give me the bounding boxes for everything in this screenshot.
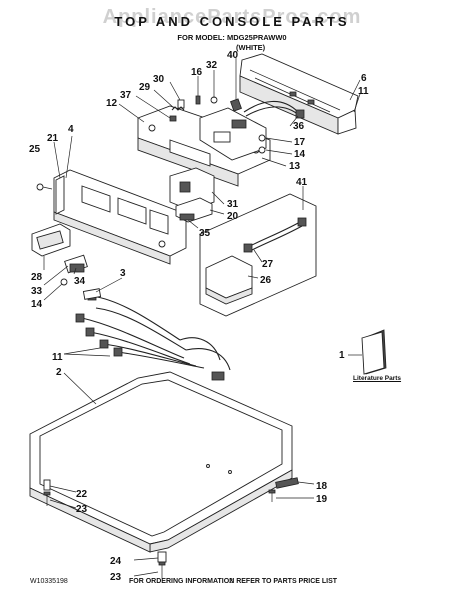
part-17-screw (258, 134, 266, 142)
part-24-bumper (157, 551, 167, 563)
part-23-screw-bottom (158, 561, 166, 578)
callout-13: 13 (289, 161, 301, 172)
callout-21: 21 (47, 133, 59, 144)
callout-2: 2 (56, 367, 62, 378)
callout-labels: 40 32 16 30 29 37 12 6 11 36 17 14 13 41… (29, 50, 369, 583)
document-number: W10335198 (30, 578, 68, 585)
page-number: 2 (229, 578, 233, 585)
callout-11-lower: 11 (52, 352, 63, 363)
part-4-console-panel (53, 169, 187, 265)
part-3-main-wire-harness (75, 288, 231, 381)
callout-20: 20 (227, 211, 239, 222)
part-19-screw (268, 489, 276, 502)
part-27-wire-harness (243, 217, 307, 253)
model-variant: (WHITE) (236, 43, 266, 52)
callout-4: 4 (68, 124, 74, 135)
part-14-screw-upper (258, 146, 266, 154)
part-40-connector (230, 98, 242, 112)
part-14-screw-lower (60, 278, 68, 286)
callout-14-lower: 14 (31, 299, 43, 310)
callout-34: 34 (74, 276, 86, 287)
part-30-lamp (177, 99, 185, 109)
callout-17: 17 (294, 137, 306, 148)
callout-32: 32 (206, 60, 218, 71)
callout-36: 36 (293, 121, 305, 132)
callout-16: 16 (191, 67, 203, 78)
callout-31: 31 (227, 199, 239, 210)
callout-35: 35 (199, 228, 211, 239)
part-41-wire-kit-outline (199, 193, 317, 317)
callout-40: 40 (227, 50, 239, 61)
part-16-clip (195, 95, 201, 105)
part-26-module (205, 255, 253, 305)
part-21-end-cap (55, 175, 65, 215)
ordering-note: FOR ORDERING INFORMATION REFER TO PARTS … (129, 578, 338, 585)
callout-1: 1 (339, 350, 345, 361)
leader-lines (43, 58, 362, 577)
callout-29: 29 (139, 82, 151, 93)
watermark: AppliancePartsPros.com (102, 6, 362, 28)
callout-27: 27 (262, 259, 274, 270)
callout-22: 22 (76, 489, 88, 500)
callout-37: 37 (120, 90, 132, 101)
part-34-knob (69, 263, 85, 273)
callout-26: 26 (260, 275, 272, 286)
callout-41: 41 (296, 177, 308, 188)
callout-6: 6 (361, 73, 367, 84)
callout-19: 19 (316, 494, 328, 505)
callout-14-upper: 14 (294, 149, 306, 160)
callout-30: 30 (153, 74, 165, 85)
part-13-switch-bracket (199, 107, 267, 161)
part-1-literature (361, 329, 387, 375)
callout-12: 12 (106, 98, 118, 109)
callout-33: 33 (31, 286, 43, 297)
diagram-title: TOP AND CONSOLE PARTS (114, 14, 350, 29)
part-37-clip (169, 115, 177, 122)
callout-23-bottom: 23 (110, 572, 122, 583)
part-2-dryer-top (29, 371, 293, 553)
part-25-screw (36, 183, 53, 191)
callout-23-left: 23 (76, 504, 88, 515)
callout-18: 18 (316, 481, 328, 492)
callout-28: 28 (31, 272, 43, 283)
part-28-overlay (31, 223, 71, 257)
callout-25: 25 (29, 144, 41, 155)
part-22-bumper (43, 479, 51, 491)
part-23-screw-left (43, 491, 51, 506)
part-18-hinge (275, 477, 299, 489)
callout-3: 3 (120, 268, 126, 279)
model-line: FOR MODEL: MDG25PRAWW0 (177, 33, 287, 42)
callout-24: 24 (110, 556, 122, 567)
literature-parts-label: Literature Parts (353, 375, 402, 382)
part-36-wire-harness (243, 100, 305, 119)
part-35-connector (179, 213, 195, 221)
callout-11-upper: 11 (358, 86, 369, 97)
